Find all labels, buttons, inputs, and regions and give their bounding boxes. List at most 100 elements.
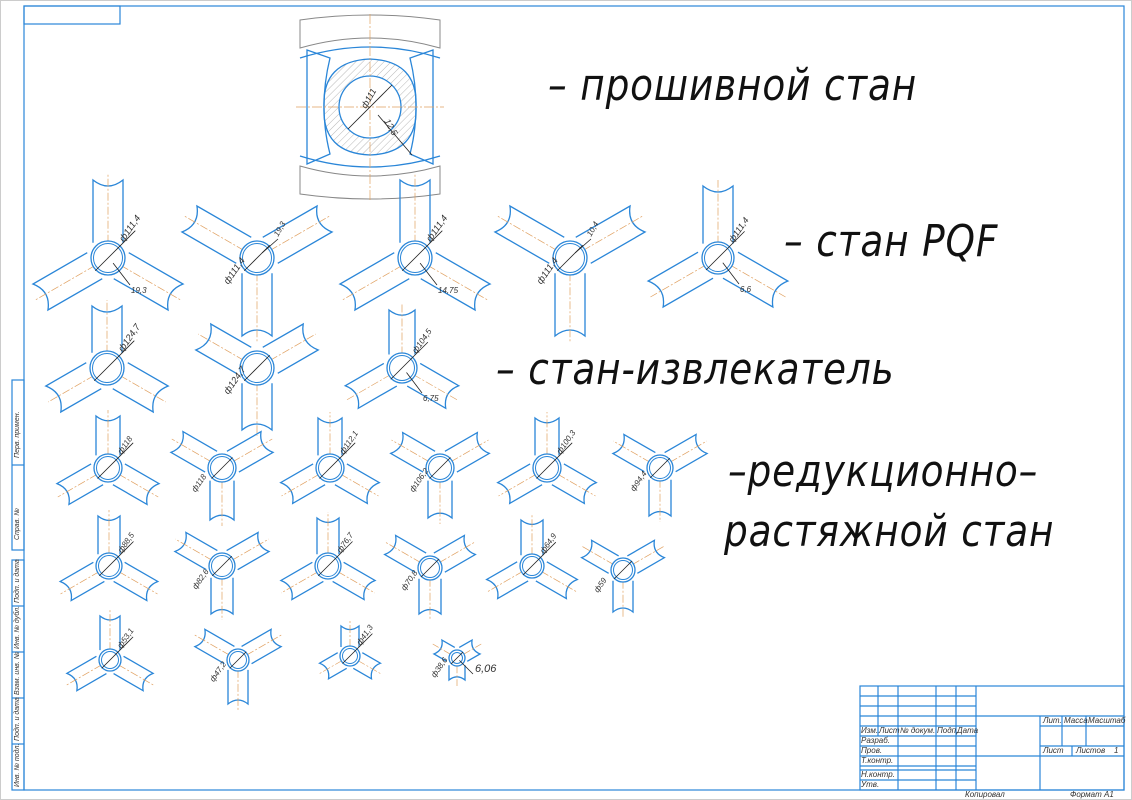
roll-centerline bbox=[391, 439, 430, 463]
diameter-label: ф76,7 bbox=[335, 531, 355, 555]
pipe-inner bbox=[400, 243, 430, 273]
tb-copied: Копировал bbox=[965, 790, 1005, 799]
pqf-stand-5: ф111,46,6 bbox=[646, 180, 790, 309]
tb-utv: Утв. bbox=[861, 780, 880, 789]
roll-centerline bbox=[194, 634, 230, 656]
pipe-inner bbox=[101, 651, 119, 669]
roll bbox=[95, 410, 121, 456]
roll-centerline bbox=[557, 473, 596, 497]
roll bbox=[173, 531, 218, 571]
roll bbox=[389, 431, 436, 473]
reducing-stand-11: ф64,9 bbox=[485, 514, 579, 600]
diameter-label: ф111,4 bbox=[424, 213, 449, 243]
tb-razrab: Разраб. bbox=[861, 736, 890, 745]
pipe-inner bbox=[98, 555, 120, 577]
roll bbox=[493, 204, 565, 264]
dimension-line bbox=[390, 341, 429, 380]
roll bbox=[241, 383, 273, 436]
roll-centerline bbox=[118, 571, 158, 595]
roll-outline bbox=[91, 304, 123, 353]
tb-sheets-count: 1 bbox=[1114, 746, 1119, 755]
pqf-stand-1: ф111,419,3 bbox=[31, 174, 185, 312]
wall-thickness-label: 19,3 bbox=[131, 286, 147, 295]
wall-thickness-label: 6,06 bbox=[475, 663, 497, 675]
roll-outline bbox=[262, 322, 320, 374]
title-block-grid bbox=[859, 685, 1125, 791]
diameter-label: ф118 bbox=[116, 434, 135, 456]
tb-izm: Изм. bbox=[861, 726, 879, 735]
dimension-line bbox=[342, 633, 373, 664]
roll bbox=[535, 561, 579, 600]
roll-centerline bbox=[541, 571, 578, 593]
roll-centerline bbox=[47, 375, 94, 403]
tb-list: Лист bbox=[879, 726, 900, 735]
dimension-line bbox=[97, 442, 134, 479]
roll bbox=[485, 561, 529, 600]
roll-centerline bbox=[342, 265, 402, 301]
roll-centerline bbox=[669, 440, 707, 463]
roll-centerline bbox=[60, 571, 100, 595]
dimension-line bbox=[101, 636, 134, 669]
pqf-stand-2: ф111,419,3 bbox=[180, 204, 334, 342]
roll-centerline bbox=[118, 473, 159, 498]
pipe-inner bbox=[93, 243, 123, 273]
roll bbox=[433, 534, 477, 573]
reducing-stand-5: ф100,3 bbox=[496, 412, 598, 505]
roll bbox=[279, 463, 326, 505]
lower-roll bbox=[299, 165, 441, 200]
roll bbox=[227, 669, 249, 710]
roll-centerline bbox=[581, 545, 614, 565]
upper-roll bbox=[299, 14, 441, 49]
extractor-stand-1: ф124,7 bbox=[44, 300, 170, 414]
diameter-label: ф70,8 bbox=[399, 568, 419, 592]
tb-doc: № докум. bbox=[900, 726, 936, 735]
side-inv-dubl: Инв. № дубл. bbox=[14, 605, 21, 649]
dimension-line bbox=[429, 457, 451, 479]
side-inv-podl: Инв. № подл. bbox=[14, 743, 21, 787]
roll-centerline bbox=[340, 473, 379, 497]
reducing-stand-4: ф106,2 bbox=[389, 431, 491, 524]
roll bbox=[627, 539, 666, 574]
roll-outline bbox=[627, 539, 666, 574]
roll-outline bbox=[722, 251, 790, 309]
roll bbox=[31, 252, 103, 312]
wall-leader bbox=[574, 238, 592, 254]
side-perv-primen: Перв. примен. bbox=[14, 411, 21, 458]
dimension-line bbox=[319, 442, 356, 479]
roll-centerline bbox=[384, 541, 421, 563]
diameter-label: ф59 bbox=[592, 576, 609, 594]
roll-centerline bbox=[232, 438, 273, 463]
dimension-line bbox=[211, 555, 233, 577]
diameter-label: ф111,4 bbox=[222, 256, 247, 286]
roll-outline bbox=[112, 362, 170, 414]
roll bbox=[241, 273, 273, 342]
pipe-inner bbox=[420, 558, 440, 578]
tb-format-value: A1 bbox=[1104, 790, 1114, 799]
roll bbox=[448, 665, 466, 686]
roll bbox=[58, 561, 105, 602]
pipe-inner bbox=[649, 457, 671, 479]
roll-outline bbox=[44, 362, 102, 414]
roll-centerline bbox=[357, 660, 382, 675]
roll-outline bbox=[241, 383, 273, 432]
wall-thickness-label: 6,75 bbox=[423, 394, 439, 403]
roll bbox=[113, 561, 160, 602]
pipe-inner bbox=[210, 456, 234, 480]
dimension-line bbox=[705, 231, 745, 271]
pipe-inner bbox=[211, 555, 233, 577]
tb-prov: Пров. bbox=[861, 746, 883, 755]
reducing-stand-13: ф53,1 bbox=[65, 610, 155, 692]
roll-centerline bbox=[439, 541, 476, 563]
roll bbox=[332, 561, 377, 601]
dimension-line bbox=[317, 541, 353, 577]
roll bbox=[646, 251, 714, 309]
roll-centerline bbox=[486, 571, 523, 593]
roll bbox=[432, 638, 456, 662]
extractor-stand-3: ф104,56,75 bbox=[343, 304, 461, 410]
tb-masshtab: Масштаб bbox=[1088, 716, 1126, 725]
tb-format: Формат bbox=[1070, 790, 1102, 799]
roll bbox=[722, 251, 790, 309]
roll bbox=[611, 433, 656, 473]
wall-leader bbox=[419, 262, 438, 286]
